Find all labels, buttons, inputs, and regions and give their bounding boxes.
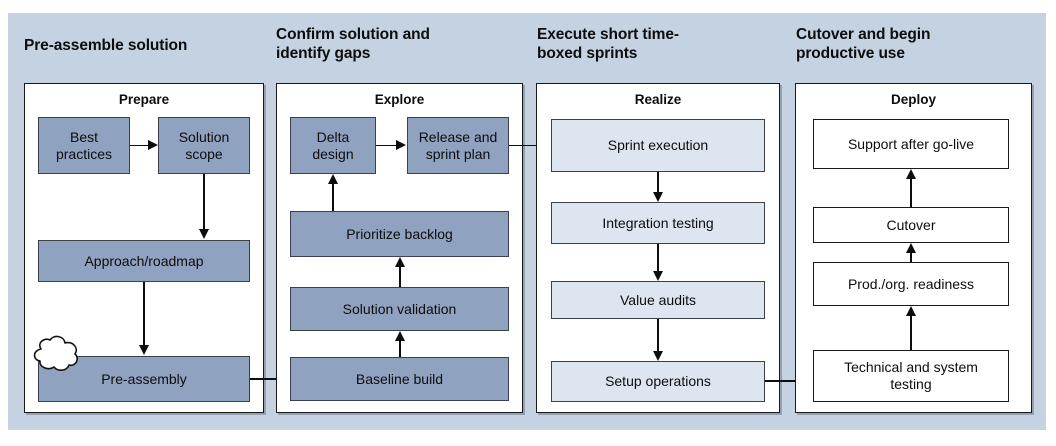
arrow-delta-design-to-release-plan [376, 144, 398, 147]
arrow-solution-validation-to-prioritize [399, 267, 401, 287]
node-prioritize-backlog[interactable]: Prioritize backlog [290, 211, 509, 257]
arrow-approach-to-pre-assembly [143, 282, 145, 346]
arrow-pre-assembly-to-baseline-build [250, 378, 284, 380]
arrowhead-down-5 [652, 351, 663, 361]
arrow-setup-operations-to-technical-testing [765, 380, 803, 382]
node-approach-roadmap[interactable]: Approach/roadmap [38, 240, 250, 282]
panel-title-realize: Realize [634, 92, 682, 107]
arrow-cutover-to-support [910, 179, 912, 207]
node-best-practices[interactable]: Best practices [38, 117, 130, 174]
node-baseline-build[interactable]: Baseline build [290, 357, 509, 401]
phase-header-1: Pre-assemble solution [24, 37, 188, 54]
phase-header-3: Execute short time- boxed sprints [537, 26, 679, 62]
arrow-prioritize-to-delta-design [332, 184, 334, 211]
node-cutover[interactable]: Cutover [813, 207, 1009, 243]
arrow-integration-testing-to-value-audits [657, 244, 659, 272]
arrowhead-up-2 [394, 257, 405, 267]
phase-header-2: Confirm solution and identify gaps [276, 26, 430, 62]
arrowhead-right-3 [396, 140, 406, 150]
node-solution-validation[interactable]: Solution validation [290, 287, 509, 331]
node-integration-testing[interactable]: Integration testing [551, 202, 765, 244]
node-release-sprint-plan[interactable]: Release and sprint plan [407, 117, 509, 174]
node-prod-org-readiness[interactable]: Prod./org. readiness [813, 262, 1009, 306]
node-value-audits[interactable]: Value audits [551, 281, 765, 319]
arrowhead-up-4 [905, 169, 916, 179]
panel-title-deploy: Deploy [890, 92, 936, 107]
arrow-release-plan-to-sprint-execution [509, 144, 543, 147]
arrowhead-up-5 [905, 243, 916, 253]
arrowhead-down-4 [652, 271, 663, 281]
node-support-after-go-live[interactable]: Support after go-live [813, 119, 1009, 169]
node-setup-operations[interactable]: Setup operations [551, 361, 765, 402]
arrowhead-down-2 [138, 345, 149, 355]
arrowhead-up-1 [327, 174, 338, 184]
node-delta-design[interactable]: Delta design [290, 117, 376, 174]
arrow-baseline-build-to-solution-validation [399, 341, 401, 357]
node-technical-system-testing[interactable]: Technical and system testing [813, 350, 1009, 402]
arrowhead-down-3 [652, 192, 663, 202]
phase-header-4: Cutover and begin productive use [796, 26, 931, 62]
arrowhead-right-1 [148, 140, 158, 150]
cloud-icon [33, 335, 78, 371]
node-solution-scope[interactable]: Solution scope [158, 117, 250, 174]
node-sprint-execution[interactable]: Sprint execution [551, 119, 765, 172]
arrow-technical-testing-to-prod-readiness [910, 316, 912, 350]
arrowhead-up-3 [394, 331, 405, 341]
node-pre-assembly[interactable]: Pre-assembly [38, 356, 250, 402]
arrow-solution-scope-to-approach [203, 174, 205, 230]
arrowhead-up-6 [905, 306, 916, 316]
arrow-prod-readiness-to-cutover [910, 252, 912, 262]
arrow-value-audits-to-setup-operations [657, 319, 659, 352]
arrow-best-practices-to-solution-scope [130, 144, 149, 147]
arrowhead-down-1 [198, 229, 209, 239]
panel-title-explore: Explore [374, 92, 425, 107]
arrow-sprint-execution-to-integration-testing [657, 172, 659, 193]
panel-title-prepare: Prepare [118, 92, 170, 107]
